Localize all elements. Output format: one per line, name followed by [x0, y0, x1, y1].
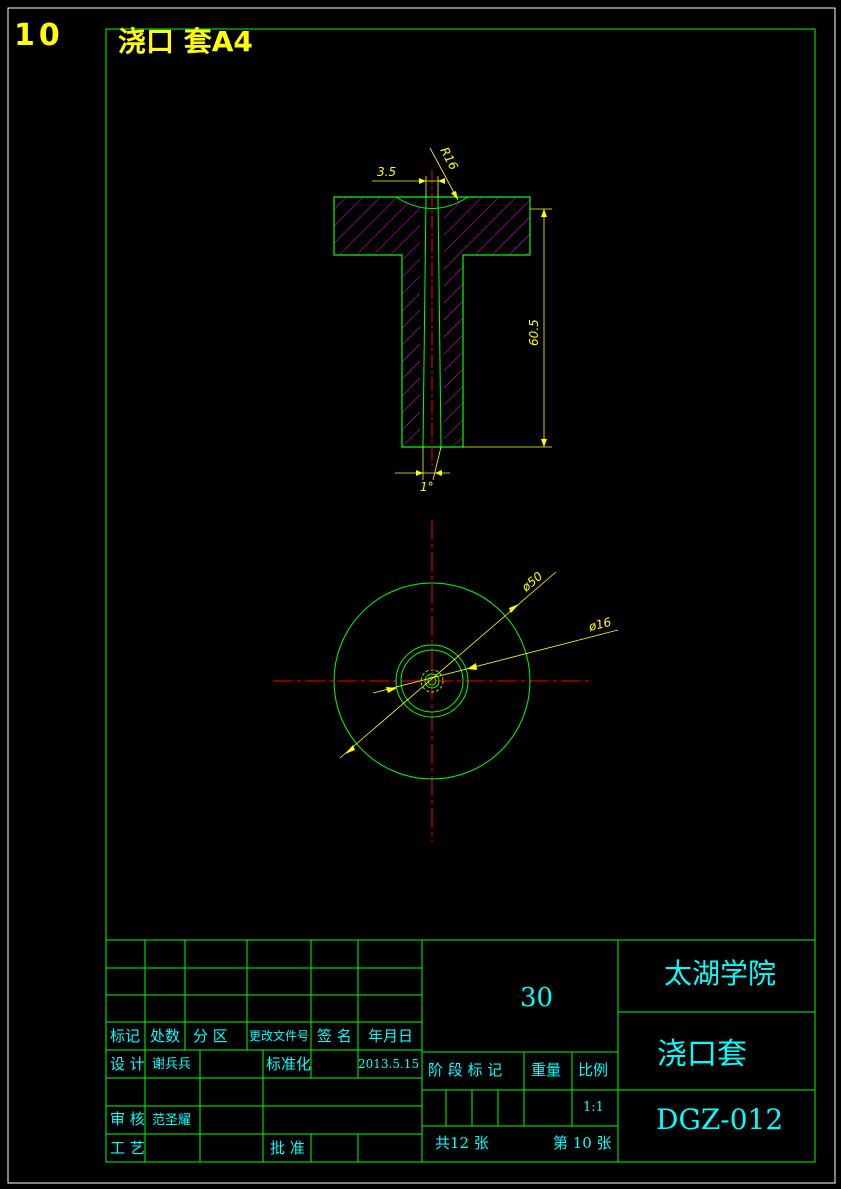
design-date: 2013.5.15 [358, 1057, 420, 1071]
label-process: 工 艺 [110, 1139, 145, 1157]
sheet-number: 10 [14, 18, 64, 53]
total-sheets: 共12 张 [435, 1134, 489, 1152]
dim-width-step: 3.5 [377, 165, 396, 179]
label-standardize: 标准化 [266, 1055, 312, 1073]
label-date: 年月日 [368, 1027, 414, 1045]
label-mark: 标记 [110, 1027, 141, 1045]
label-weight: 重量 [531, 1061, 562, 1079]
bore-circle [424, 673, 440, 689]
dim-outer-diameter: ø50 [518, 569, 545, 595]
sheet-index: 第 10 张 [553, 1134, 612, 1152]
flange-right-hatch [444, 197, 530, 447]
drawing-number: DGZ-012 [656, 1103, 784, 1136]
label-signature: 签 名 [317, 1027, 352, 1045]
label-review: 审 核 [110, 1110, 145, 1128]
shank-circle [395, 644, 469, 718]
label-count: 处数 [150, 1027, 181, 1045]
label-approve: 批 准 [270, 1139, 305, 1157]
scale-value: 1:1 [583, 1100, 604, 1115]
dim-inner-diameter: ø16 [586, 615, 613, 634]
label-design: 设 计 [110, 1055, 145, 1073]
reviewer-name: 范圣耀 [152, 1113, 192, 1128]
label-change-doc: 更改文件号 [249, 1029, 310, 1043]
dim-height: 60.5 [527, 319, 541, 346]
plan-view: ø50 ø16 [273, 520, 619, 842]
label-scale: 比例 [578, 1061, 609, 1079]
label-zone: 分 区 [193, 1027, 228, 1045]
school-name: 太湖学院 [664, 957, 777, 990]
flange-left-hatch [334, 197, 420, 447]
title-block [106, 939, 815, 1162]
section-view: 3.5 R16 60.5 1° [333, 145, 552, 494]
outer-circle [333, 582, 531, 780]
outer-border [7, 7, 836, 1184]
part-name: 浇口套 [657, 1037, 747, 1072]
label-stage: 阶 段 标 记 [428, 1061, 503, 1079]
drawing-frame [105, 28, 816, 1163]
designer-name: 谢兵兵 [152, 1057, 192, 1072]
quantity: 30 [520, 983, 554, 1013]
dim-taper: 1° [420, 480, 434, 494]
sheet-title: 浇口 套A4 [118, 25, 253, 58]
